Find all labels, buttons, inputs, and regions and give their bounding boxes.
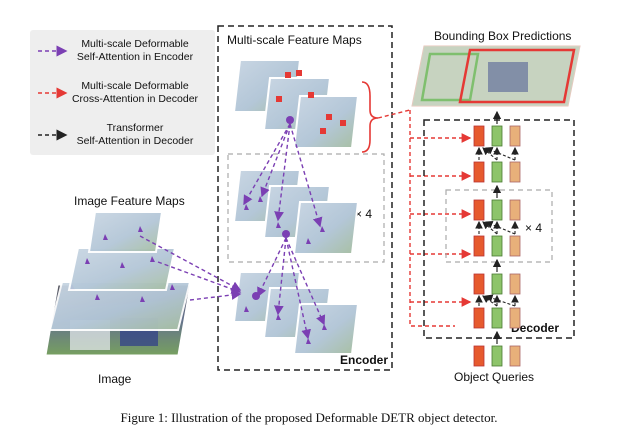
decoder-layer-middle [473,199,521,257]
object-queries-label: Object Queries [454,370,535,384]
brace-to-bbox-line [377,109,411,119]
decoder-layer-top [473,125,521,183]
cross-attention-path [409,110,455,327]
encoder-label: Encoder [340,353,389,367]
decoder-repeat-label: × 4 [525,221,543,235]
multi-scale-feature-maps-title: Multi-scale Feature Maps [227,33,362,47]
decoder-self-attention-arrows [475,146,519,307]
object-queries-tokens [473,345,521,367]
encoder-attention-arrows [139,123,326,340]
encoder-top-feature-maps [232,59,360,149]
encoder-box [217,25,393,371]
bounding-box-predictions-image [411,45,581,107]
input-image [45,284,191,356]
encoder-bottom-feature-maps [232,271,360,355]
decoder-box [423,119,575,339]
image-feature-maps-title: Image Feature Maps [74,194,185,208]
image-feature-map-small [87,211,164,253]
image-label: Image [98,372,132,386]
encoder-repeat-label: × 4 [355,207,373,221]
bounding-box-predictions-title: Bounding Box Predictions [434,29,572,43]
image-feature-map-large [48,281,192,331]
image-feature-map-medium [67,247,177,291]
figure-caption: Figure 1: Illustration of the proposed D… [120,410,498,425]
decoder-label: Decoder [511,321,560,335]
cross-attention-brace [361,81,379,153]
decoder-layer-bottom [473,273,521,329]
encoder-middle-feature-maps [232,169,360,255]
